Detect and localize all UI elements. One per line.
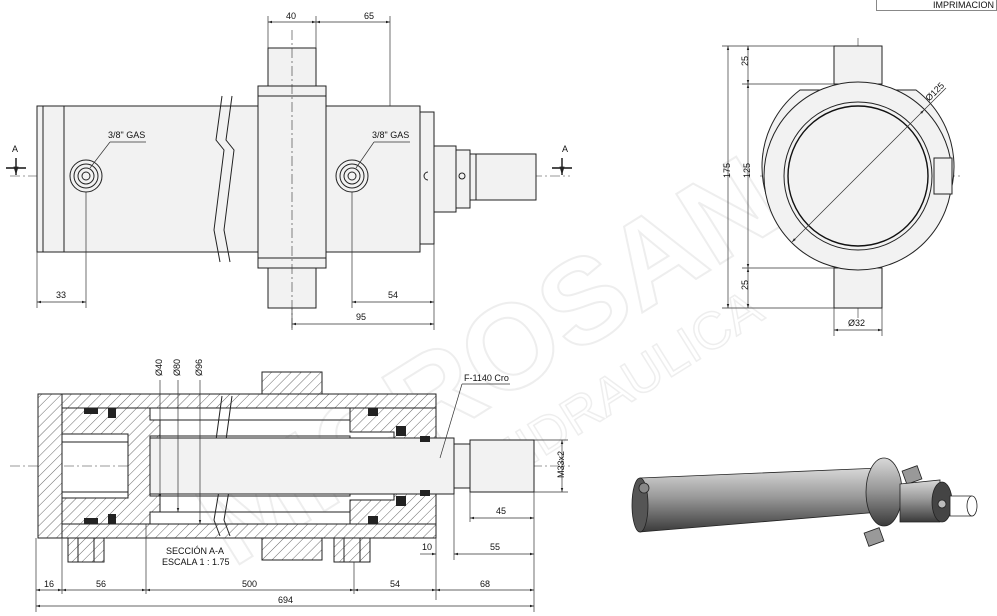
section-title: SECCIÓN A-A: [166, 546, 224, 556]
section-scale: ESCALA 1 : 1.75: [162, 557, 230, 567]
section-mark-right: A: [562, 144, 568, 154]
dim-175: 175: [722, 163, 732, 178]
dim-95: 95: [356, 312, 366, 322]
section-rod: [149, 437, 455, 495]
side-bore: [787, 105, 929, 247]
dim-55: 55: [490, 542, 500, 552]
section-ring-bottom: [261, 537, 323, 561]
port-right-label: 3/8" GAS: [372, 130, 409, 140]
dim-40: 40: [286, 11, 296, 21]
iso-ring: [865, 457, 903, 527]
side-pin-bottom: [833, 267, 883, 309]
dim-125: 125: [742, 163, 752, 178]
rod-material-label: F-1140 Cro: [464, 373, 509, 383]
dim-45: 45: [496, 506, 506, 516]
dim-54-bottom: 54: [390, 579, 400, 589]
section-port-right: [333, 537, 371, 563]
dim-68: 68: [480, 579, 490, 589]
section-end-cap: [37, 393, 63, 539]
dim-dia40: Ø40: [154, 359, 164, 376]
dim-dia80: Ø80: [172, 359, 182, 376]
dim-dia96: Ø96: [194, 359, 204, 376]
dim-33: 33: [56, 290, 66, 300]
section-view: Ø40 Ø80 Ø96 F-1140 Cro M33x2 45 10 55 SE…: [10, 359, 570, 612]
dim-54: 54: [388, 290, 398, 300]
cylinder-barrel: [36, 105, 421, 253]
dim-65: 65: [364, 11, 374, 21]
dim-25-top: 25: [740, 56, 750, 66]
side-pin-top: [833, 45, 883, 85]
dim-25-bottom: 25: [740, 280, 750, 290]
title-block-label: IMPRIMACION: [932, 0, 994, 10]
port-left-label: 3/8" GAS: [108, 130, 145, 140]
section-port-left: [67, 537, 105, 563]
side-view: Ø125 25 125 25 175 Ø32: [722, 38, 960, 336]
dim-10: 10: [422, 542, 432, 552]
section-piston: [61, 407, 161, 525]
dim-m33: M33x2: [556, 451, 566, 478]
dim-16: 16: [44, 579, 54, 589]
piston-rod: [469, 153, 537, 201]
dim-694: 694: [278, 595, 293, 605]
front-view: 3/8" GAS 3/8" GAS A A 40 65 33 54 95: [6, 11, 572, 330]
port-left: [69, 159, 103, 193]
dim-dia125: Ø125: [924, 80, 947, 103]
head-gland: [419, 111, 435, 245]
section-mark-left: A: [12, 144, 18, 154]
dim-56: 56: [96, 579, 106, 589]
section-ring-top: [261, 371, 323, 395]
dim-500: 500: [242, 579, 257, 589]
isometric-view: [631, 457, 978, 547]
iso-barrel: [639, 467, 881, 533]
dim-dia32: Ø32: [848, 318, 865, 328]
section-rod-thread: [469, 439, 535, 493]
